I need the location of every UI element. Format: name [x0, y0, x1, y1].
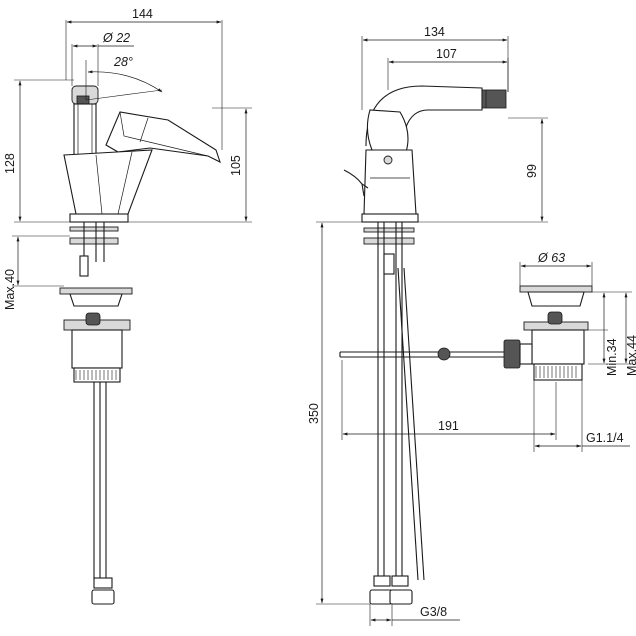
dim-191: 191 — [341, 360, 557, 440]
dim-min34-max44: Min.34 Max.44 — [584, 291, 636, 376]
front-view-right: 134 107 99 350 Ø 63 — [307, 25, 636, 626]
dim-label-g38: G3/8 — [420, 605, 447, 619]
dim-g114: G1.1/4 — [533, 380, 630, 452]
waste-assembly-left — [59, 287, 133, 383]
mounting-kit-front — [363, 222, 425, 605]
dim-350: 350 — [307, 221, 370, 605]
dim-label-128: 128 — [3, 153, 17, 174]
dim-label-107: 107 — [436, 47, 457, 61]
dim-label-105: 105 — [229, 155, 243, 176]
dim-label-max40: Max.40 — [3, 269, 17, 310]
base-plate — [69, 213, 129, 223]
popup-rod — [339, 347, 504, 361]
dim-144: 144 — [65, 7, 223, 150]
dim-label-191: 191 — [438, 419, 459, 433]
dim-99: 99 — [418, 117, 548, 223]
dim-label-d63: Ø 63 — [537, 251, 565, 265]
dim-128: 128 — [3, 79, 74, 223]
base-plate-front — [361, 213, 419, 223]
dim-105: 105 — [128, 107, 252, 223]
waste-assembly-right — [503, 285, 593, 381]
dim-diameter-63: Ø 63 — [519, 251, 593, 286]
dim-label-134: 134 — [424, 25, 445, 39]
mounting-kit — [69, 222, 119, 277]
dim-label-99: 99 — [525, 164, 539, 178]
dim-g38: G3/8 — [369, 604, 460, 626]
flex-hoses-left — [91, 382, 115, 605]
tilted-lever — [105, 111, 221, 164]
faucet-body — [63, 149, 153, 215]
dim-label-350: 350 — [307, 403, 321, 424]
dim-diameter-22: Ø 22 — [71, 31, 134, 86]
dim-label-144: 144 — [132, 7, 153, 21]
popup-lever — [343, 169, 369, 197]
dim-label-d22: Ø 22 — [102, 31, 130, 45]
dim-label-28deg: 28° — [113, 55, 133, 69]
dim-label-max44: Max.44 — [625, 335, 636, 376]
dim-angle-28: 28° — [85, 55, 163, 101]
dim-label-g114: G1.1/4 — [586, 431, 624, 445]
faucet-body-front — [363, 109, 417, 215]
dim-label-min34: Min.34 — [605, 338, 619, 376]
dim-107: 107 — [387, 47, 509, 92]
side-view-left: 144 Ø 22 28° 128 105 — [3, 7, 252, 605]
dim-max40: Max.40 — [3, 235, 70, 310]
handle-cartridge — [71, 85, 99, 157]
